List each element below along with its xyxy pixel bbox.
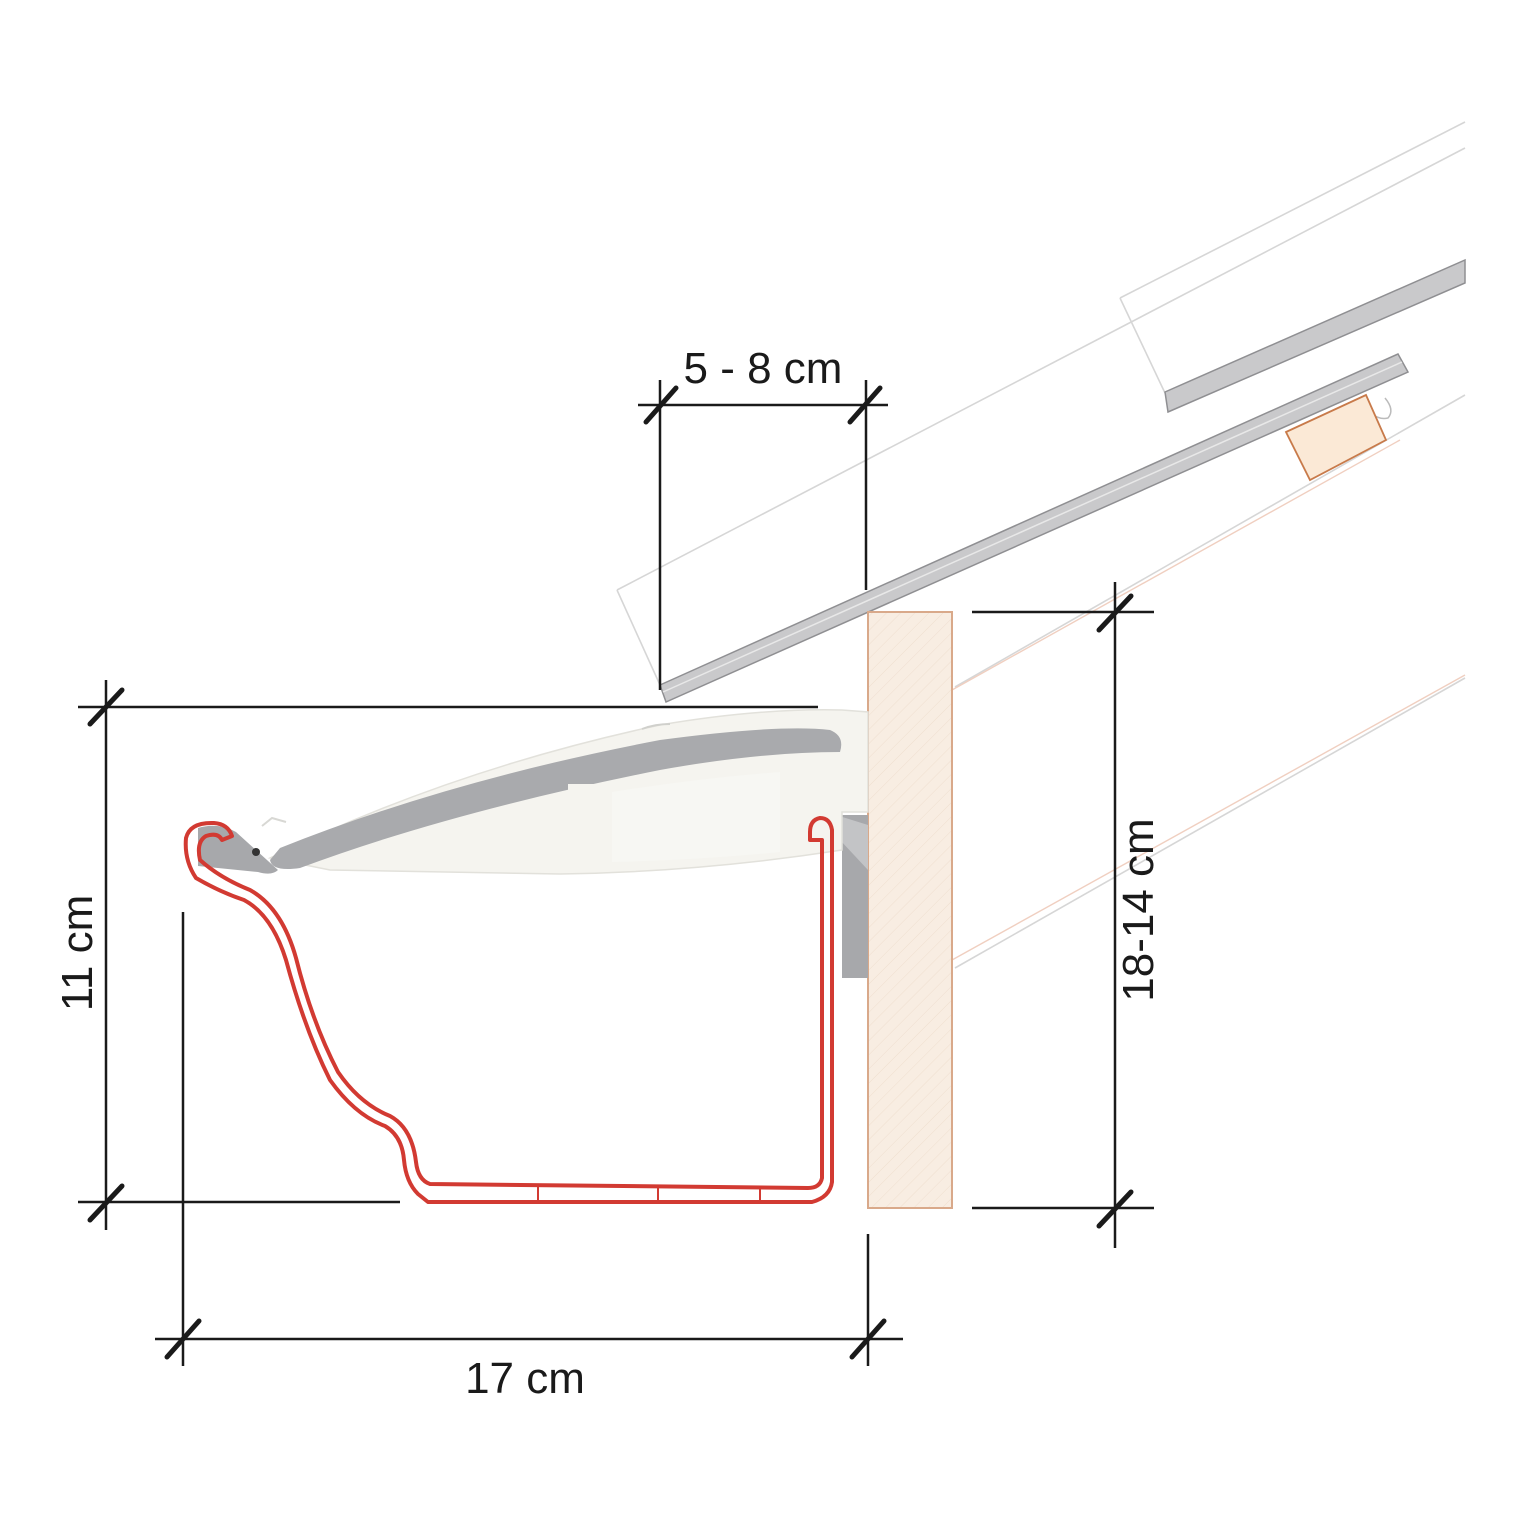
roof-batten bbox=[1284, 393, 1388, 482]
roof-panel bbox=[659, 353, 1410, 704]
gutter-height-label: 11 cm bbox=[53, 895, 102, 1012]
gutter-width-dimension: 17 cm bbox=[155, 912, 903, 1403]
gutter-bracket bbox=[836, 815, 868, 978]
gutter-cover bbox=[267, 709, 869, 875]
gutter-profile bbox=[183, 816, 834, 1204]
upper-roof-panel bbox=[1164, 258, 1466, 414]
fascia-board bbox=[867, 611, 953, 1209]
gutter-front-hook bbox=[198, 816, 287, 874]
overhang-label: 5 - 8 cm bbox=[684, 344, 843, 393]
roof-tiles bbox=[616, 121, 1466, 969]
rafter-lines bbox=[951, 439, 1466, 961]
fascia-height-dimension: 18-14 cm bbox=[972, 582, 1163, 1248]
gutter-height-dimension: 11 cm bbox=[53, 680, 400, 1230]
gutter-width-label: 17 cm bbox=[465, 1354, 585, 1403]
fascia-height-label: 18-14 cm bbox=[1114, 818, 1163, 1001]
overhang-dimension: 5 - 8 cm bbox=[638, 344, 888, 690]
